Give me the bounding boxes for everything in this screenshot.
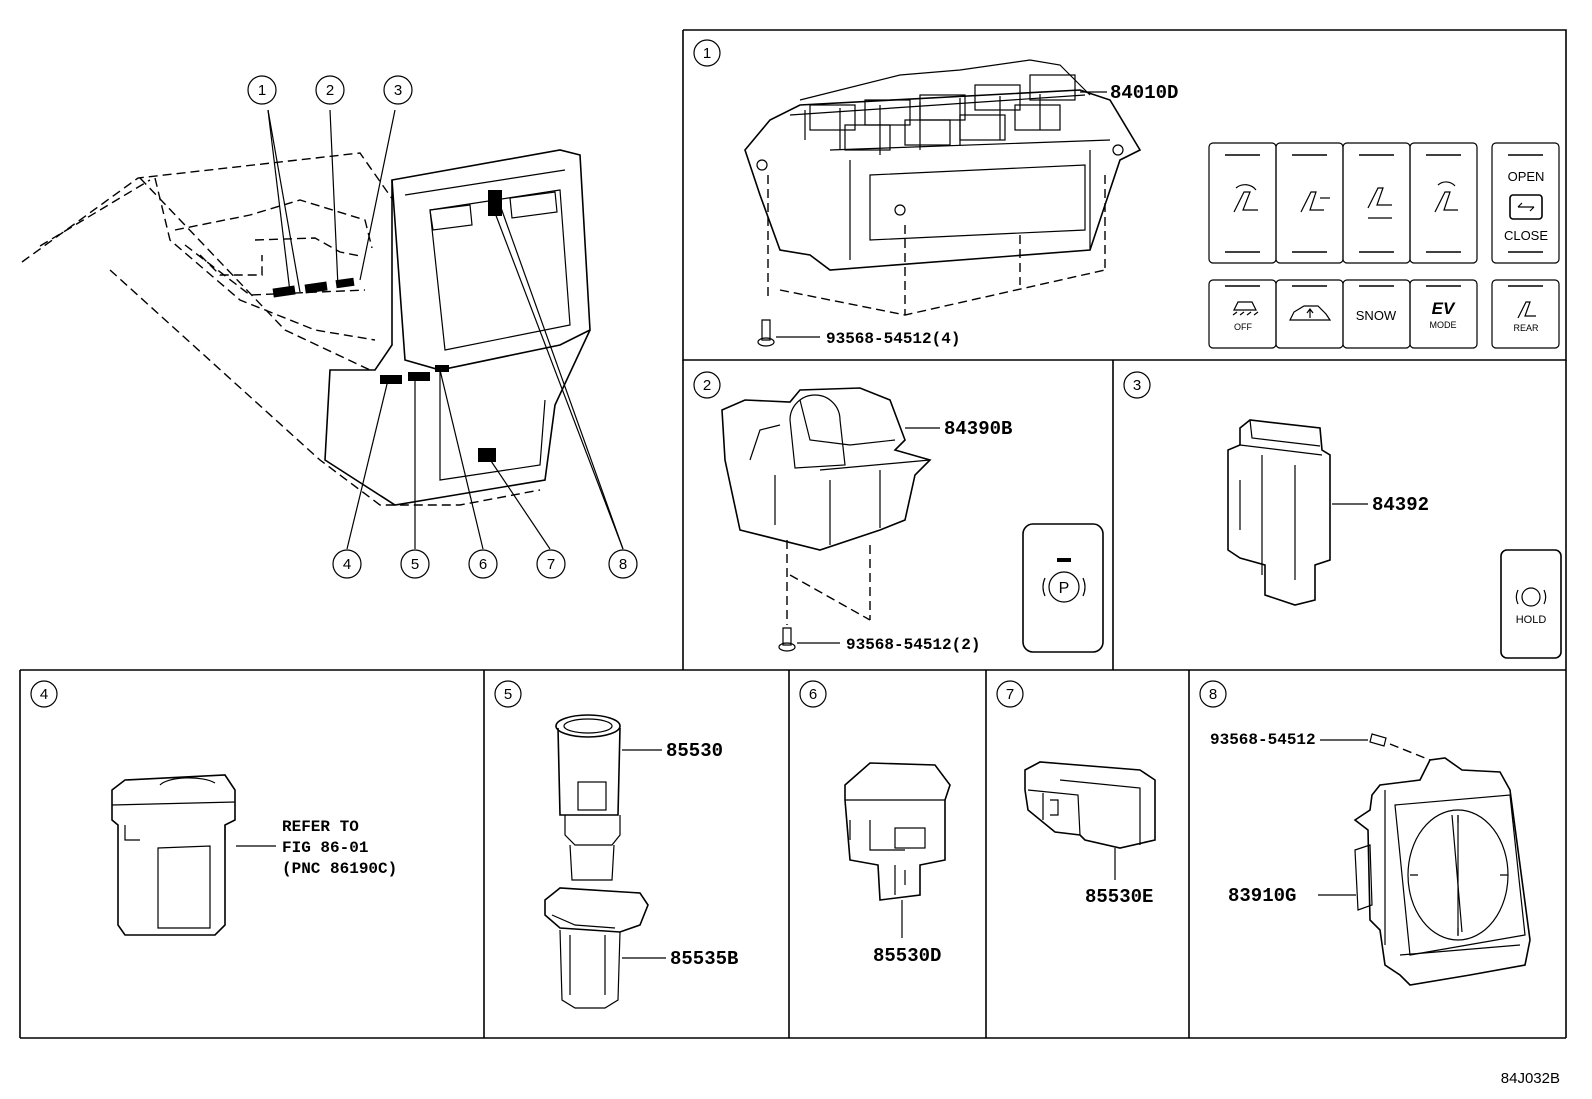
panel-8-number: 8	[1209, 686, 1217, 703]
callout-5[interactable]: 5	[411, 556, 419, 573]
console-overview	[21, 109, 624, 550]
panel-frames	[19, 29, 1567, 1039]
panel-1-number: 1	[703, 45, 711, 62]
seat-slide-button	[1275, 142, 1344, 264]
callout-circle	[315, 75, 345, 105]
ev-mode-button	[1409, 279, 1478, 349]
screw-icon[interactable]	[1369, 733, 1387, 747]
usb-port-assembly[interactable]	[111, 774, 236, 936]
ev-label: EV	[1432, 299, 1456, 318]
part-number-83910G[interactable]: 83910G	[1228, 885, 1296, 907]
callout-7[interactable]: 7	[547, 556, 555, 573]
diagram-code: 84J032B	[1501, 1070, 1560, 1087]
part-number-84010D[interactable]: 84010D	[1110, 82, 1178, 104]
cap-85535B[interactable]	[544, 887, 649, 1009]
callout-circle	[400, 549, 430, 579]
panel-4: 4 REFER TO FIG 86-01 (PNC 86190C)	[30, 680, 397, 936]
hold-icon	[1521, 587, 1541, 607]
part-number-85530D[interactable]: 85530D	[873, 945, 941, 967]
callout-circle	[536, 549, 566, 579]
auto-hold-switch-84392[interactable]	[1227, 419, 1331, 606]
callout-circle	[247, 75, 277, 105]
seat-slide-icon	[1300, 191, 1330, 213]
callout-circle	[468, 549, 498, 579]
hold-label: HOLD	[1516, 614, 1547, 626]
seat-cushion-icon	[1367, 187, 1392, 219]
part-number-85535B[interactable]: 85535B	[670, 948, 738, 970]
p-label: P	[1059, 580, 1070, 597]
socket-85530[interactable]	[555, 714, 621, 881]
parking-brake-button[interactable]	[1022, 523, 1104, 653]
socket-85530E[interactable]	[1024, 761, 1156, 849]
panel-2: 2 84390B 93568-54512(2) P	[693, 371, 1104, 654]
screw-icon[interactable]	[757, 319, 775, 347]
screw-part-number[interactable]: 93568-54512(2)	[846, 636, 980, 654]
callout-circle	[332, 549, 362, 579]
part-number-84390B[interactable]: 84390B	[944, 418, 1012, 440]
part-number-85530[interactable]: 85530	[666, 740, 723, 762]
callout-circle	[608, 549, 638, 579]
mode-label: MODE	[1430, 320, 1457, 330]
panel-4-number: 4	[40, 686, 48, 703]
close-label: CLOSE	[1504, 228, 1548, 243]
panel-7: 7 85530E	[996, 680, 1156, 908]
callout-2[interactable]: 2	[326, 82, 334, 99]
panel-7-number: 7	[1006, 686, 1014, 703]
callout-3[interactable]: 3	[394, 82, 402, 99]
panel-3-number: 3	[1133, 377, 1141, 394]
overview-callouts: 1 2 3 4 5 6 7 8	[247, 75, 638, 579]
panel-6-number: 6	[809, 686, 817, 703]
seat-recline-button	[1208, 142, 1277, 264]
snow-label: SNOW	[1356, 308, 1397, 323]
screw-part-number[interactable]: 93568-54512(4)	[826, 330, 960, 348]
door-open-close-button	[1491, 142, 1560, 264]
seat-recline-icon	[1233, 184, 1258, 213]
panel-5: 5 85530 85535B	[494, 680, 738, 1009]
callout-6[interactable]: 6	[479, 556, 487, 573]
seat-tilt-icon	[1434, 181, 1458, 213]
trunk-icon	[1289, 305, 1332, 321]
panel-5-number: 5	[504, 686, 512, 703]
switch-assembly-84010D[interactable]	[744, 59, 1142, 271]
traction-icon	[1233, 301, 1257, 311]
screw-part-number[interactable]: 93568-54512	[1210, 731, 1316, 749]
rear-seat-icon	[1517, 301, 1536, 319]
seat-cushion-button	[1342, 142, 1411, 264]
off-label: OFF	[1234, 322, 1252, 332]
callout-8[interactable]: 8	[619, 556, 627, 573]
panel-1: 1 84010D	[693, 39, 1560, 349]
callout-circle	[383, 75, 413, 105]
part-number-84392[interactable]: 84392	[1372, 494, 1429, 516]
panel-6: 6 85530D	[799, 680, 951, 967]
refer-to-label: REFER TO	[282, 818, 359, 836]
seat-auto-button	[1409, 142, 1478, 264]
rear-seat-button	[1491, 279, 1560, 349]
callout-4[interactable]: 4	[343, 556, 351, 573]
part-number-85530E[interactable]: 85530E	[1085, 886, 1153, 908]
refer-pnc-label: (PNC 86190C)	[282, 860, 397, 878]
callout-1[interactable]: 1	[258, 82, 266, 99]
rear-label: REAR	[1513, 323, 1539, 333]
auto-hold-button[interactable]	[1500, 549, 1562, 659]
button-legends: OPEN CLOSE OFF SNOW EV	[1208, 142, 1560, 349]
traction-off-button	[1208, 279, 1277, 349]
panel-8: 8 93568-54512 83910G	[1199, 680, 1531, 986]
switch-85530D[interactable]	[844, 762, 951, 901]
open-label: OPEN	[1508, 169, 1545, 184]
refer-fig-label[interactable]: FIG 86-01	[282, 839, 368, 857]
parking-brake-icon	[1048, 571, 1080, 603]
panel-3: 3 84392 HOLD	[1123, 371, 1562, 659]
parking-brake-switch-84390B[interactable]	[721, 387, 932, 551]
panel-2-number: 2	[703, 377, 711, 394]
clock-83910G[interactable]	[1353, 757, 1531, 986]
screw-icon[interactable]	[778, 627, 796, 652]
